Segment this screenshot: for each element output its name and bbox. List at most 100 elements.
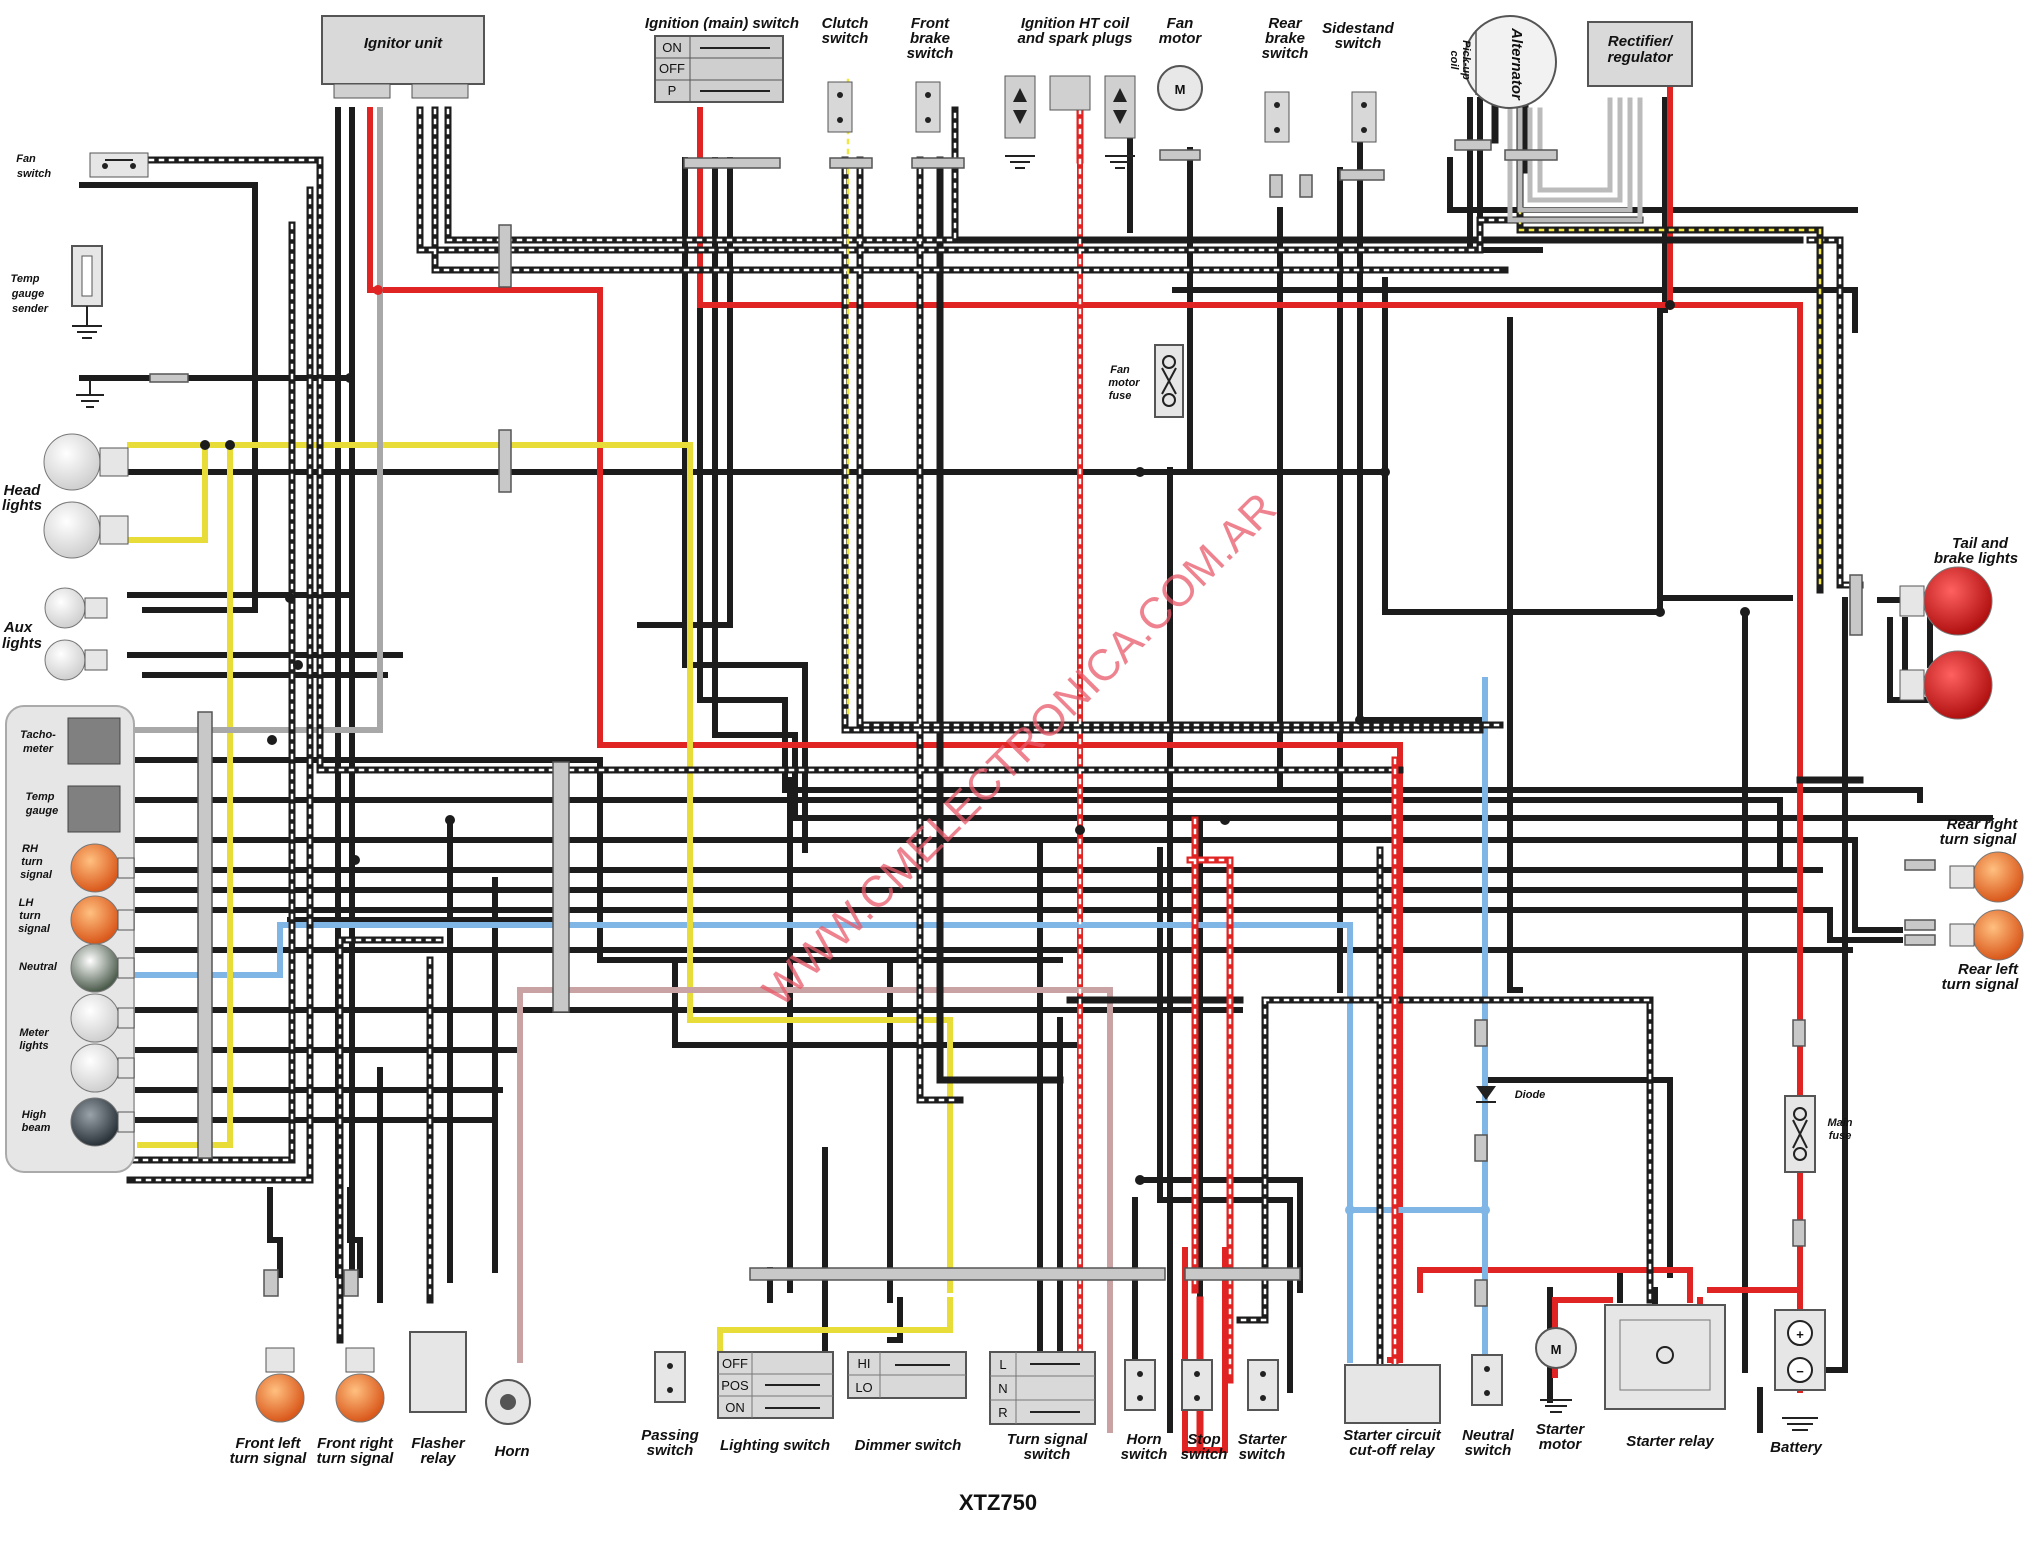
starter-motor-symbol: M bbox=[1551, 1342, 1562, 1357]
turn-signal-switch: L N R Turn signal switch bbox=[989, 1351, 1096, 1463]
diode-label: Diode bbox=[1515, 1089, 1546, 1101]
neutral-switch-label-1: Neutral bbox=[1462, 1427, 1515, 1444]
horn-switch-label-1: Horn bbox=[1127, 1431, 1162, 1448]
cutoff-label-2: cut-off relay bbox=[1349, 1442, 1435, 1459]
meter-lights-label-2: lights bbox=[19, 1040, 48, 1052]
fan-fuse-label-2: motor bbox=[1108, 377, 1140, 389]
stop-switch-label-2: switch bbox=[1181, 1446, 1228, 1463]
ignition-ht-label-2: and spark plugs bbox=[1017, 30, 1132, 47]
rear-brake-label-3: switch bbox=[1262, 45, 1309, 62]
main-fuse-label-1: Main bbox=[1827, 1117, 1852, 1129]
rectifier-regulator: Rectifier/ regulator bbox=[1587, 21, 1693, 87]
high-beam-label-1: High bbox=[22, 1109, 47, 1121]
rear-right-label-1: Rear right bbox=[1947, 816, 2019, 833]
lighting-pos-pos: POS bbox=[721, 1378, 749, 1393]
neutral-switch-label-2: switch bbox=[1465, 1442, 1512, 1459]
front-right-label-2: turn signal bbox=[317, 1450, 395, 1467]
turn-switch-label-2: switch bbox=[1024, 1446, 1071, 1463]
lh-turn-label-1: LH bbox=[19, 897, 35, 909]
dimmer-pos-lo: LO bbox=[855, 1380, 872, 1395]
rectifier-label-2: regulator bbox=[1607, 49, 1673, 66]
lh-turn-label-2: turn bbox=[19, 910, 41, 922]
fan-motor-fuse: Fan motor fuse bbox=[1108, 344, 1184, 418]
flasher-label-1: Flasher bbox=[411, 1435, 466, 1452]
rectifier-label-1: Rectifier/ bbox=[1608, 33, 1674, 50]
ignition-main-switch: ON OFF P Ignition (main) switch bbox=[645, 15, 799, 103]
temp-gauge-label-1: Temp bbox=[26, 791, 55, 803]
pickup-label-2: coil bbox=[1448, 51, 1460, 71]
sidestand-switch: Sidestand switch bbox=[1322, 20, 1395, 143]
tail-label-1: Tail and bbox=[1952, 535, 2009, 552]
fan-motor-label-2: motor bbox=[1159, 30, 1203, 47]
alternator: Alternator Pick-up coil bbox=[1448, 15, 1557, 109]
battery-plus: + bbox=[1796, 1327, 1804, 1342]
fan-motor-symbol: M bbox=[1175, 82, 1186, 97]
alternator-label: Alternator bbox=[1508, 27, 1525, 101]
starter-switch-label-2: switch bbox=[1239, 1446, 1286, 1463]
passing-label-1: Passing bbox=[641, 1427, 699, 1444]
battery-label: Battery bbox=[1770, 1439, 1822, 1456]
starter-motor-label-1: Starter bbox=[1536, 1421, 1586, 1438]
rear-brake-label-1: Rear bbox=[1268, 15, 1303, 32]
battery-minus: − bbox=[1796, 1364, 1804, 1379]
head-lights-label-1: Head bbox=[4, 482, 42, 499]
turn-pos-n: N bbox=[998, 1381, 1007, 1396]
tail-label-2: brake lights bbox=[1934, 550, 2018, 567]
head-lights: Head lights bbox=[2, 433, 129, 559]
meter-lights-label-1: Meter bbox=[19, 1027, 49, 1039]
front-left-label-1: Front left bbox=[236, 1435, 302, 1452]
turn-pos-l: L bbox=[999, 1357, 1006, 1372]
horn: Horn bbox=[485, 1379, 531, 1460]
rear-right-label-2: turn signal bbox=[1940, 831, 2018, 848]
aux-lights: Aux lights bbox=[2, 587, 108, 681]
dimmer-switch-label: Dimmer switch bbox=[855, 1437, 962, 1454]
stop-switch: Stop switch bbox=[1181, 1359, 1228, 1463]
temp-sender-label-2: gauge bbox=[11, 288, 44, 300]
fan-switch-label-2: switch bbox=[17, 168, 52, 180]
starter-switch-label-1: Starter bbox=[1238, 1431, 1288, 1448]
junction-dots bbox=[200, 285, 1750, 1215]
temp-gauge-label-2: gauge bbox=[25, 805, 58, 817]
fan-fuse-label-3: fuse bbox=[1109, 390, 1132, 402]
starter-switch: Starter switch bbox=[1238, 1359, 1288, 1463]
front-right-turn-signal: Front right turn signal bbox=[317, 1347, 395, 1467]
front-left-turn-signal: Front left turn signal bbox=[230, 1347, 307, 1467]
starter-motor-label-2: motor bbox=[1539, 1436, 1583, 1453]
starter-cutoff-relay: Starter circuit cut-off relay bbox=[1343, 1364, 1442, 1459]
ignitor-unit-label: Ignitor unit bbox=[364, 35, 443, 52]
starter-relay-label: Starter relay bbox=[1626, 1433, 1714, 1450]
turn-switch-label-1: Turn signal bbox=[1007, 1431, 1088, 1448]
temp-sender-label-1: Temp bbox=[11, 273, 40, 285]
rear-left-turn-signal: Rear left turn signal bbox=[1942, 909, 2024, 993]
front-right-label-1: Front right bbox=[317, 1435, 394, 1452]
main-fuse-label-2: fuse bbox=[1829, 1130, 1852, 1142]
tail-brake-lights: Tail and brake lights bbox=[1899, 535, 2018, 720]
flasher-label-2: relay bbox=[420, 1450, 456, 1467]
ignitor-unit: Ignitor unit bbox=[321, 15, 485, 99]
rh-turn-label-3: signal bbox=[20, 869, 53, 881]
dimmer-switch: HI LO Dimmer switch bbox=[847, 1351, 967, 1454]
rear-left-label-2: turn signal bbox=[1942, 976, 2020, 993]
dimmer-pos-hi: HI bbox=[858, 1356, 871, 1371]
ignition-pos-p: P bbox=[668, 83, 677, 98]
lighting-pos-on: ON bbox=[725, 1400, 745, 1415]
front-brake-label-2: brake bbox=[910, 30, 950, 47]
diagram-title: XTZ750 bbox=[959, 1490, 1037, 1515]
sidestand-label-1: Sidestand bbox=[1322, 20, 1395, 37]
fan-switch: Fan switch bbox=[16, 152, 149, 180]
ignition-switch-label: Ignition (main) switch bbox=[645, 15, 799, 32]
clutch-label-2: switch bbox=[822, 30, 869, 47]
horn-label: Horn bbox=[495, 1443, 530, 1460]
aux-lights-label-1: Aux bbox=[3, 619, 33, 636]
horn-switch-label-2: switch bbox=[1121, 1446, 1168, 1463]
watermark: WWW.CMELECTRONICA.COM.AR bbox=[754, 484, 1286, 1016]
fan-motor-label-1: Fan bbox=[1167, 15, 1194, 32]
clutch-label-1: Clutch bbox=[822, 15, 869, 32]
ignition-ht-coils: Ignition HT coil and spark plugs bbox=[1004, 15, 1136, 169]
rear-brake-label-2: brake bbox=[1265, 30, 1305, 47]
fan-fuse-label-1: Fan bbox=[1110, 364, 1130, 376]
horn-switch: Horn switch bbox=[1121, 1359, 1168, 1463]
fan-motor: M Fan motor bbox=[1157, 15, 1203, 111]
turn-pos-r: R bbox=[998, 1405, 1007, 1420]
